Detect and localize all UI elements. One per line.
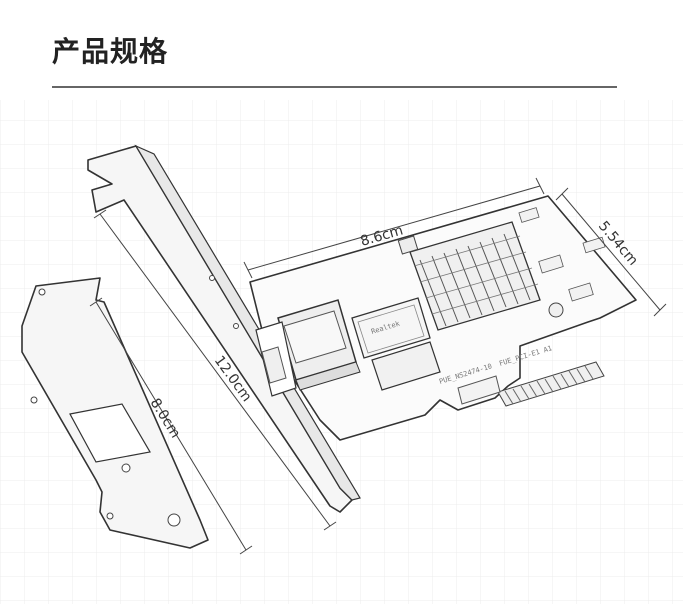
bracket-flange (134, 144, 361, 501)
title-divider (52, 86, 617, 88)
full-height-bracket (87, 144, 361, 513)
smd-component (538, 254, 564, 274)
heatsink (409, 221, 541, 331)
crystal-oscillator (548, 302, 564, 318)
smd-component (568, 282, 594, 302)
lp-bracket-screw-hole (30, 396, 38, 404)
network-card: Realtek PUE_NS2474- (249, 195, 637, 441)
low-profile-bracket (21, 277, 209, 549)
lp-bracket-screw-hole (106, 512, 114, 520)
bracket-led-hole (233, 323, 239, 329)
rj45-port (277, 299, 361, 391)
bracket-port-inner (261, 346, 287, 384)
bracket-led-hole (209, 275, 215, 281)
smd-component (582, 236, 606, 254)
lp-bracket-hole (121, 463, 131, 473)
pcie-gold-fingers (497, 361, 605, 407)
page-title: 产品规格 (52, 35, 169, 68)
lp-bracket-port-cutout (69, 403, 151, 463)
capacitor (397, 235, 419, 255)
smd-component (518, 207, 540, 223)
pcie-notch (457, 375, 501, 405)
magnetics-module (371, 341, 441, 391)
controller-chip: Realtek (351, 297, 431, 359)
lp-bracket-screw-hole (38, 288, 46, 296)
lp-bracket-hole (167, 513, 181, 527)
